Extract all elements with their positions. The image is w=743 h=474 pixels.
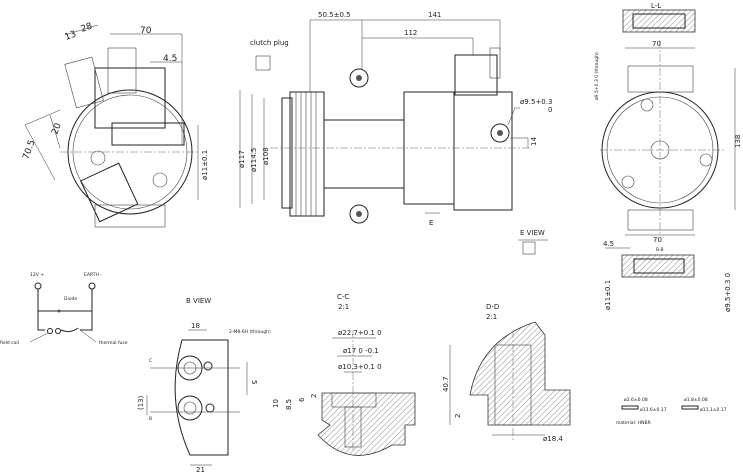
section-ll: L-L: [651, 2, 661, 10]
dia-114-5: ø114.5: [250, 148, 258, 172]
rear-view: L-L 70 ø9.5+0.3 0 (through) 138 70 4.5 B…: [594, 2, 742, 312]
dim-50-5: 50.5±0.5: [318, 11, 351, 19]
dim-138: 138: [734, 135, 742, 148]
section-c-c: C-C 2:1 ø22.7+0.1 0 ø17 0 -0.1 ø10.3+0.1…: [272, 293, 416, 456]
label-field-coil: field coil: [0, 340, 19, 346]
dim-4-5: 4.5: [603, 240, 614, 248]
dim-21: 21: [196, 466, 205, 474]
dim-10: 10: [272, 399, 280, 408]
mark-b: B: [149, 416, 152, 422]
dim-70: 70: [140, 26, 152, 36]
dim-2: 2: [454, 414, 462, 418]
oring-a-inner: ø2.6±0.08: [624, 397, 648, 403]
dim-18: 18: [191, 322, 200, 330]
dd-scale: 2:1: [486, 313, 497, 321]
oring-b-inner: ø1.8±0.08: [684, 397, 708, 403]
dim-13: 13: [64, 30, 78, 43]
dia-10-3: ø10.3+0.1 0: [338, 363, 382, 371]
label-diode: Diode: [64, 296, 77, 302]
dia-11: ø11±0.1: [604, 280, 612, 310]
e-view-title: E VIEW: [520, 229, 545, 237]
dia-17: ø17 0 -0.1: [343, 347, 379, 355]
dia-18-4: ø18.4: [543, 435, 563, 443]
dim-8-5: 8.5: [285, 399, 293, 410]
dim-70-5: 70.5: [21, 139, 37, 161]
side-view: 13 28 70 4.5 20 70.5 ø11±0.1: [21, 21, 209, 228]
oring-a-outer: ø13.6±0.17: [640, 407, 667, 413]
dim-70-bottom: 70: [653, 236, 662, 244]
dia-9-5: ø9.5+0.3: [520, 98, 552, 106]
mark-c: C: [149, 358, 152, 364]
oring-b-outer: ø11.1±0.17: [700, 407, 727, 413]
section-d-d: D-D 2:1 40.7 2 ø18.4: [442, 303, 571, 443]
o-ring-specs: ø2.6±0.08 ø13.6±0.17 ø1.8±0.08 ø11.1±0.1…: [616, 397, 727, 426]
dim-112: 112: [404, 29, 417, 37]
dim-13: (13): [137, 395, 145, 410]
front-view: 50.5±0.5 141 112 clutch plug ø117 ø114.5…: [238, 11, 552, 255]
material-label: material: HNBR: [616, 420, 651, 426]
section-bb: B-B: [656, 247, 664, 253]
dia-11: ø11±0.1: [201, 150, 209, 180]
cc-scale: 2:1: [338, 303, 349, 311]
dim-2: 2: [310, 394, 318, 398]
dim-20: 20: [50, 122, 63, 136]
dim-28: 28: [80, 21, 94, 34]
dia-9-5: ø9.5+0.3 0: [724, 273, 732, 312]
dia-117: ø117: [238, 150, 246, 168]
dim-40-7: 40.7: [442, 376, 450, 392]
dim-5: 5: [250, 380, 258, 384]
dim-141: 141: [428, 11, 441, 19]
circuit-diagram: 12V + EARTH - Diode field coil thermal f…: [0, 272, 128, 346]
dim-6: 6: [298, 397, 306, 402]
dia-9-5-tol: 0: [548, 106, 552, 114]
cc-title: C-C: [337, 293, 349, 301]
label-12v: 12V +: [30, 272, 44, 278]
b-view: B VIEW 18 2-M8-6H (through) (13) 5 21 C …: [137, 297, 271, 474]
dim-70-top: 70: [652, 40, 661, 48]
dd-title: D-D: [486, 303, 499, 311]
label-earth: EARTH -: [84, 272, 102, 278]
b-view-title: B VIEW: [186, 297, 211, 305]
arrow-e-label: E: [429, 219, 433, 227]
clutch-plug-label: clutch plug: [250, 39, 289, 47]
dim-4-5: 4.5: [163, 54, 177, 64]
dia-9-5-through: ø9.5+0.3 0 (through): [594, 52, 600, 100]
thread-spec: 2-M8-6H (through): [229, 329, 271, 335]
label-thermal-fuse: thermal fuse: [99, 340, 128, 346]
dia-22-7: ø22.7+0.1 0: [338, 329, 382, 337]
dim-14: 14: [530, 137, 538, 146]
dia-108: ø108: [262, 147, 270, 165]
